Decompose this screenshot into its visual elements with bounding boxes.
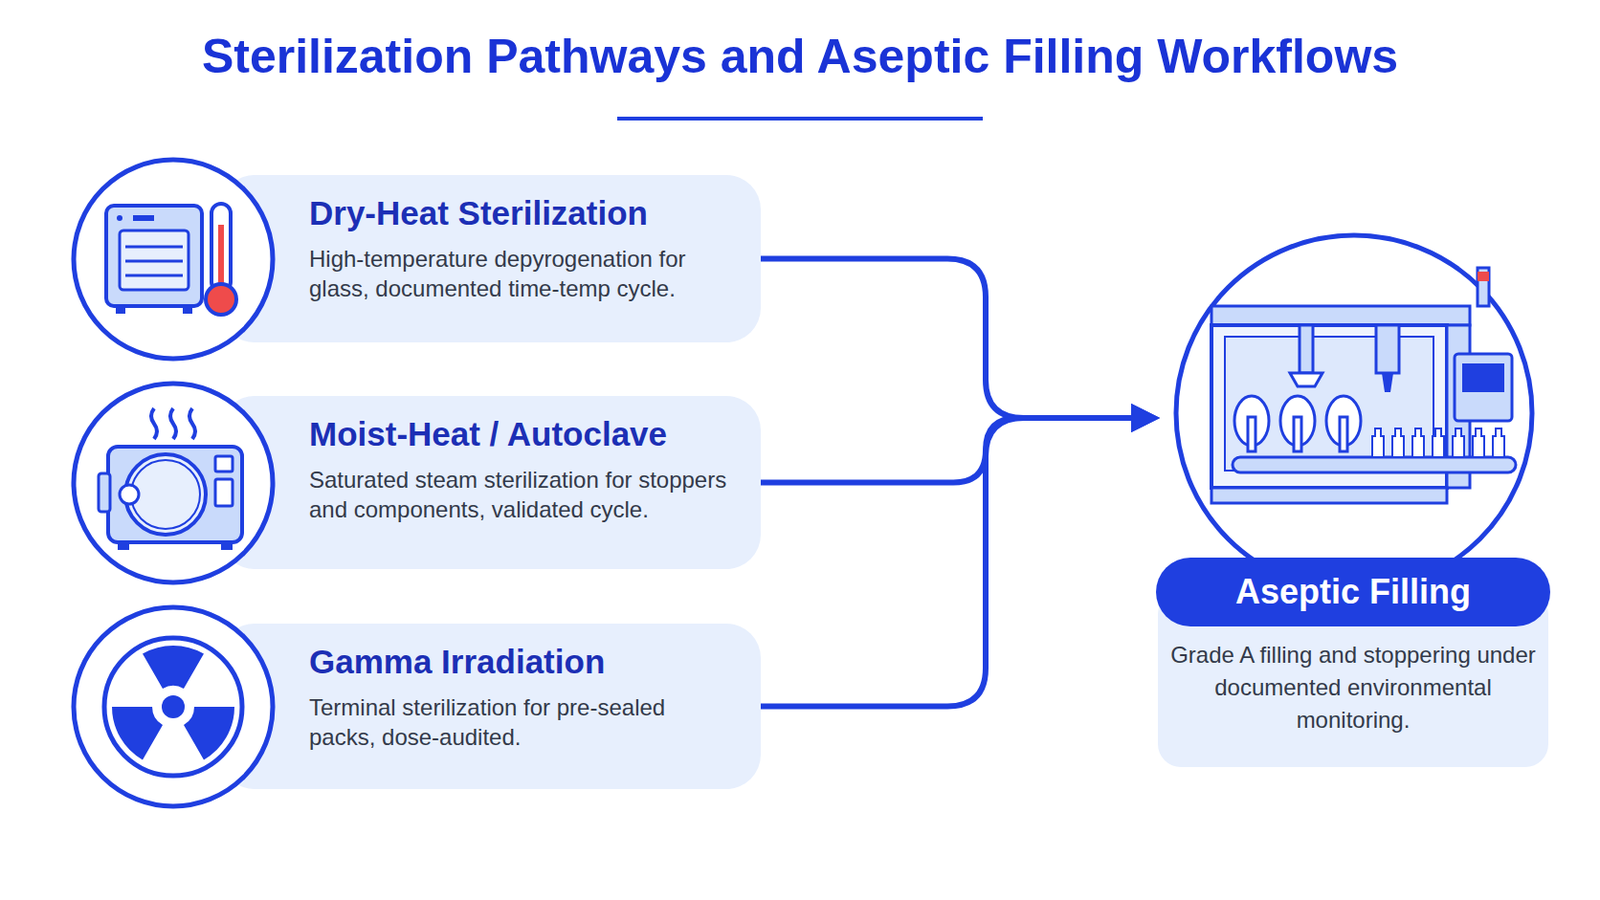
radiation-icon: [69, 603, 277, 811]
flow-connector: [760, 259, 1155, 420]
oven-icon: [69, 155, 277, 363]
process-card: Moist-Heat / AutoclaveSaturated steam st…: [220, 396, 761, 570]
node-body: Terminal sterilization for pre-sealed pa…: [309, 692, 736, 753]
diagram-title: Sterilization Pathways and Aseptic Filli…: [0, 28, 1600, 85]
node-heading: Dry-Heat Sterilization: [309, 194, 736, 233]
underline: [617, 116, 983, 121]
node-heading: Gamma Irradiation: [309, 643, 736, 682]
process-card: Gamma IrradiationTerminal sterilization …: [220, 623, 761, 790]
node-body: Grade A filling and stoppering under doc…: [1169, 639, 1537, 737]
process-card: Dry-Heat SterilizationHigh-temperature d…: [220, 175, 761, 343]
node-heading: Aseptic Filling: [1155, 557, 1551, 627]
flow-connector: [760, 418, 1155, 484]
target-node: Aseptic FillingGrade A filling and stopp…: [1155, 229, 1551, 768]
autoclave-icon: [69, 379, 277, 587]
filling-machine-illustration: [1155, 229, 1551, 603]
flow-connector: [760, 418, 1155, 708]
node-body: High-temperature depyrogenation for glas…: [309, 244, 736, 304]
node-heading: Moist-Heat / Autoclave: [309, 415, 736, 454]
node-body: Saturated steam sterilization for stoppe…: [309, 465, 736, 525]
